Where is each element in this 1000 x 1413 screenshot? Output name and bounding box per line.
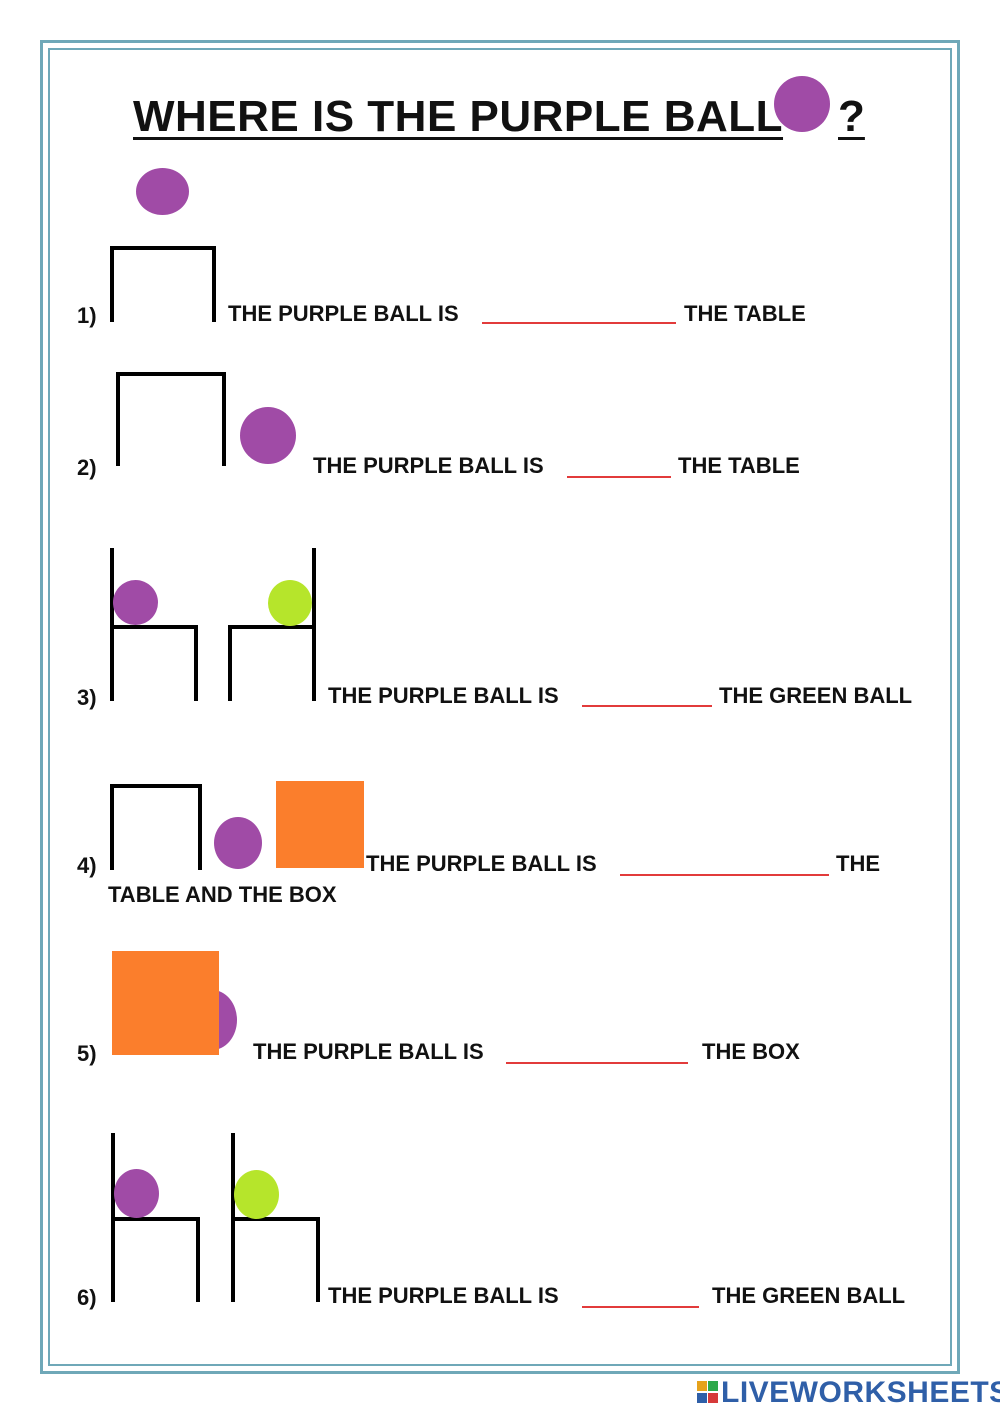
- answer-blank-3[interactable]: [582, 705, 712, 707]
- sentence-end: THE: [836, 851, 880, 876]
- item-number: 1): [77, 303, 97, 328]
- green-ball-icon: [268, 580, 312, 626]
- liveworksheets-logo-icon: [697, 1379, 719, 1407]
- table-2-icon: [116, 372, 226, 466]
- chair-6a-icon: [111, 1133, 200, 1302]
- worksheet-frame-inner: [48, 48, 952, 1366]
- liveworksheets-logo: LIVEWORKSHEETS: [697, 1376, 1000, 1410]
- sentence-end: THE GREEN BALL: [712, 1283, 906, 1308]
- chair-6b-icon: [231, 1133, 320, 1302]
- answer-blank-6[interactable]: [582, 1306, 699, 1308]
- purple-ball-icon: [214, 817, 262, 869]
- item-number: 6): [77, 1285, 97, 1310]
- answer-blank-2[interactable]: [567, 476, 671, 478]
- table-4-icon: [110, 784, 202, 870]
- chair-3b-icon: [228, 548, 316, 701]
- sentence-start: THE PURPLE BALL IS: [253, 1039, 484, 1064]
- purple-ball-icon: [113, 580, 158, 625]
- table-1-icon: [110, 246, 216, 322]
- title-purple-ball-icon: [774, 76, 830, 132]
- purple-ball-icon: [136, 168, 189, 215]
- chair-3a-icon: [110, 548, 198, 701]
- sentence-start: THE PURPLE BALL IS: [328, 683, 559, 708]
- sentence-continuation: TABLE AND THE BOX: [108, 882, 337, 907]
- answer-blank-5[interactable]: [506, 1062, 688, 1064]
- sentence-end: THE TABLE: [678, 453, 800, 478]
- item-number: 4): [77, 853, 97, 878]
- answer-blank-4[interactable]: [620, 874, 829, 876]
- sentence-start: THE PURPLE BALL IS: [228, 301, 459, 326]
- sentence-end: THE BOX: [702, 1039, 800, 1064]
- item-number: 5): [77, 1041, 97, 1066]
- purple-ball-icon: [114, 1169, 159, 1218]
- page-title: WHERE IS THE PURPLE BALL: [133, 92, 784, 141]
- sentence-end: THE TABLE: [684, 301, 806, 326]
- purple-ball-icon: [240, 407, 296, 464]
- item-number: 2): [77, 455, 97, 480]
- green-ball-icon: [234, 1170, 279, 1219]
- orange-box-icon: [276, 781, 364, 868]
- sentence-start: THE PURPLE BALL IS: [328, 1283, 559, 1308]
- item-number: 3): [77, 685, 97, 710]
- brand-name: LIVEWORKSHEETS: [721, 1376, 1000, 1409]
- title-question-mark: ?: [838, 92, 865, 141]
- answer-blank-1[interactable]: [482, 322, 676, 324]
- sentence-start: THE PURPLE BALL IS: [313, 453, 544, 478]
- orange-box-icon: [112, 951, 219, 1055]
- sentence-start: THE PURPLE BALL IS: [366, 851, 597, 876]
- worksheet-frame-outer: [40, 40, 960, 1374]
- sentence-end: THE GREEN BALL: [719, 683, 913, 708]
